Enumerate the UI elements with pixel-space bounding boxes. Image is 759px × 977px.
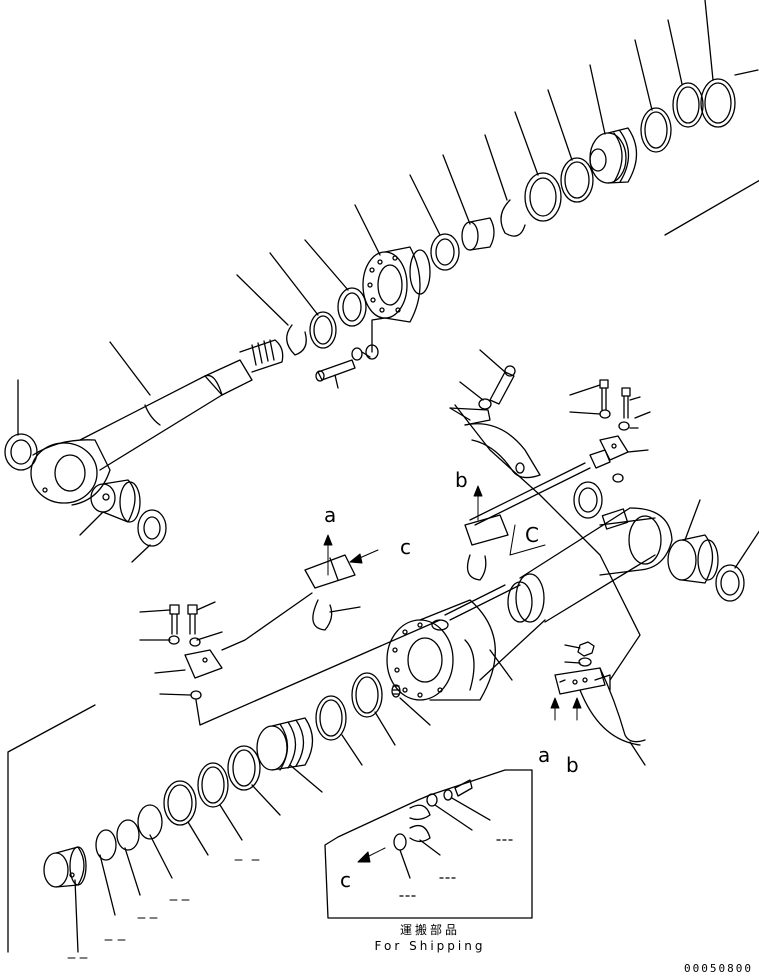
upper-seal-4 xyxy=(561,158,593,202)
rod-pin-bushing xyxy=(91,480,140,522)
cylinder-head xyxy=(363,247,430,322)
left-washer-2 xyxy=(190,638,200,646)
tube-dust-seal xyxy=(716,565,744,601)
lower-seal-4 xyxy=(198,763,228,807)
gasket-small xyxy=(392,685,400,697)
cylinder-tube xyxy=(450,508,672,680)
leader-lines-upper xyxy=(18,0,713,435)
lower-seal-7 xyxy=(117,820,139,850)
shipping-title-en: For Shipping xyxy=(374,939,486,953)
piston-rod xyxy=(31,340,283,505)
head-bolt xyxy=(316,360,355,381)
rod-end-bushing xyxy=(5,434,37,470)
right-flange xyxy=(590,436,628,468)
head-washer xyxy=(352,345,378,360)
lower-seal-3 xyxy=(228,746,260,790)
left-flange xyxy=(185,650,222,678)
callout-c-shipping: c xyxy=(340,868,351,892)
clamp-washer xyxy=(479,399,491,409)
callout-c-top2: C xyxy=(525,523,539,547)
lower-seal-5 xyxy=(164,781,196,825)
callout-a-bottom: a xyxy=(538,743,551,767)
hydraulic-pipe xyxy=(222,405,640,680)
shipping-box xyxy=(325,770,532,918)
lower-seal-8 xyxy=(96,830,116,860)
rod-snap-ring xyxy=(287,325,307,355)
upper-seal-2 xyxy=(501,200,525,236)
lower-nut xyxy=(578,642,594,656)
tube-end-bushing xyxy=(574,482,602,518)
rod-ring-1 xyxy=(310,312,336,348)
head-bolt-leader xyxy=(372,318,385,352)
lower-washer xyxy=(579,658,591,666)
upper-seal-3 xyxy=(525,173,561,221)
upper-bushing xyxy=(462,218,494,250)
right-washer-2 xyxy=(619,422,629,430)
lower-seal-1 xyxy=(352,673,382,717)
bellows-seal xyxy=(257,718,313,770)
callout-b-bottom: b xyxy=(566,753,579,777)
upper-seal-1 xyxy=(431,234,459,270)
bottom-head xyxy=(387,585,505,700)
left-bolt-1 xyxy=(170,605,179,634)
right-bolt-2 xyxy=(622,388,630,418)
left-bolt-2 xyxy=(188,605,197,634)
right-bolt-1 xyxy=(600,380,608,410)
tube-pin-bushing xyxy=(668,535,718,583)
clamp-upper xyxy=(450,408,540,478)
left-oring xyxy=(191,691,201,699)
left-line xyxy=(196,620,440,725)
shipping-title-jp: 運搬部品 xyxy=(399,923,460,937)
clip-a xyxy=(305,555,355,630)
piston-ring-3 xyxy=(701,79,735,127)
piston xyxy=(590,128,637,183)
callout-c-top1: c xyxy=(400,535,411,559)
right-oring xyxy=(613,474,623,482)
clamp-bolt xyxy=(490,366,515,404)
lower-seal-6 xyxy=(138,805,162,839)
frame-lines xyxy=(8,70,759,952)
rod-dust-seal xyxy=(138,510,166,546)
lower-seal-2 xyxy=(316,696,346,740)
drawing-number: 00050800 xyxy=(684,962,753,975)
rod-ring-2 xyxy=(338,288,366,326)
lower-bushing xyxy=(44,847,86,887)
callout-b-top: b xyxy=(455,468,468,492)
clamp-lower xyxy=(555,668,645,745)
right-washer-1 xyxy=(600,410,610,418)
piston-ring-1 xyxy=(641,108,671,152)
clip-b xyxy=(465,515,508,580)
leader-lines-lower xyxy=(75,350,759,952)
piston-ring-2 xyxy=(673,83,703,127)
callout-a-top: a xyxy=(324,503,337,527)
blank-part-markers xyxy=(68,860,259,958)
callout-arrows xyxy=(324,486,581,862)
